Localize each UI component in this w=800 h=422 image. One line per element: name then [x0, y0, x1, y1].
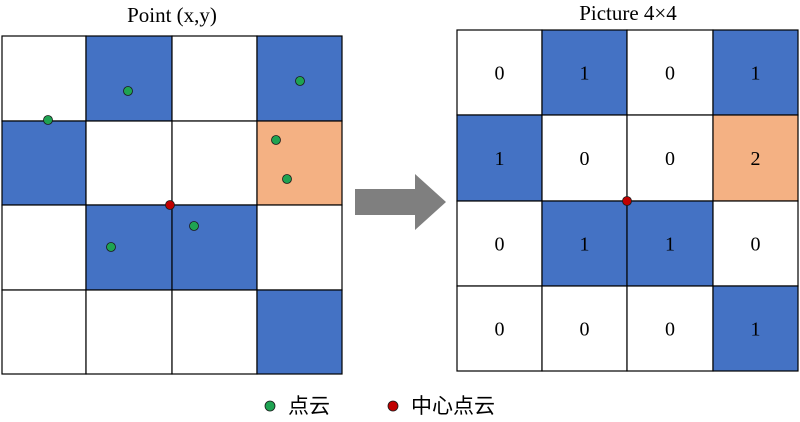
- right-grid-cell: [541, 114, 628, 202]
- left-grid-cell: [1, 35, 87, 122]
- right-panel-title: Picture 4×4: [579, 1, 677, 25]
- right-grid-cell: [456, 29, 543, 116]
- right-picture-grid: 0 1 0 1 1 0 0 2 0 1 1 0 0 0 0 1: [456, 29, 799, 372]
- cell-count-label: 0: [580, 148, 590, 170]
- cell-count-label: 2: [751, 148, 761, 170]
- point-cloud-dot: [282, 174, 292, 184]
- left-grid-cell: [85, 204, 173, 291]
- right-grid-cell: [541, 285, 628, 372]
- legend: 点云 中心点云: [264, 394, 495, 418]
- left-grid-cell: [1, 289, 87, 375]
- cell-count-label: 1: [665, 234, 675, 256]
- right-arrow-icon: [355, 174, 446, 230]
- left-grid-cell: [171, 35, 258, 122]
- cell-count-label: 1: [580, 63, 590, 85]
- cell-count-label: 1: [751, 319, 761, 341]
- right-grid-cell: [626, 285, 714, 372]
- cell-count-label: 0: [495, 319, 505, 341]
- right-grid-cell: [712, 200, 799, 287]
- center-point-legend-dot: [387, 400, 399, 412]
- right-grid-cell: [626, 29, 714, 116]
- left-grid-cell: [171, 204, 258, 291]
- right-grid-cell: [456, 285, 543, 372]
- point-cloud-dot: [43, 115, 53, 125]
- left-grid-cell: [85, 120, 173, 206]
- cell-count-label: 0: [665, 63, 675, 85]
- left-grid-cell: [85, 289, 173, 375]
- right-grid-cell: [456, 114, 543, 202]
- cell-count-label: 0: [665, 319, 675, 341]
- cell-count-label: 0: [495, 234, 505, 256]
- point-cloud-legend-label: 点云: [288, 394, 330, 418]
- point-cloud-legend-dot: [264, 400, 276, 412]
- right-grid-cell: [626, 114, 714, 202]
- left-grid-cell: [256, 120, 343, 206]
- left-point-cloud: [43, 76, 305, 252]
- left-point-grid: [1, 35, 343, 375]
- center-point-legend-label: 中心点云: [411, 394, 495, 418]
- right-grid-cell: [541, 200, 628, 287]
- left-grid-cell: [256, 204, 343, 291]
- point-cloud-dot: [295, 76, 305, 86]
- cell-count-label: 1: [580, 234, 590, 256]
- point-cloud-dot: [123, 86, 133, 96]
- right-grid-cell: [456, 200, 543, 287]
- point-cloud-dot: [106, 242, 116, 252]
- left-panel-title: Point (x,y): [127, 3, 217, 27]
- cell-count-label: 0: [495, 63, 505, 85]
- left-grid-cell: [171, 289, 258, 375]
- right-grid-cell: [541, 29, 628, 116]
- right-grid-cell: [712, 114, 799, 202]
- center-point-dot: [165, 200, 175, 210]
- cell-count-label: 0: [751, 234, 761, 256]
- cell-count-label: 0: [580, 319, 590, 341]
- left-grid-cell: [85, 35, 173, 122]
- point-cloud-dot: [189, 221, 199, 231]
- right-grid-cell: [712, 285, 799, 372]
- center-point-dot: [622, 196, 632, 206]
- left-grid-cell: [256, 289, 343, 375]
- cell-count-label: 1: [495, 148, 505, 170]
- left-grid-cell: [171, 120, 258, 206]
- left-grid-cell: [1, 120, 87, 206]
- point-cloud-dot: [271, 135, 281, 145]
- cell-count-label: 0: [665, 148, 675, 170]
- left-grid-cell: [1, 204, 87, 291]
- cell-count-label: 1: [751, 63, 761, 85]
- right-grid-cell: [712, 29, 799, 116]
